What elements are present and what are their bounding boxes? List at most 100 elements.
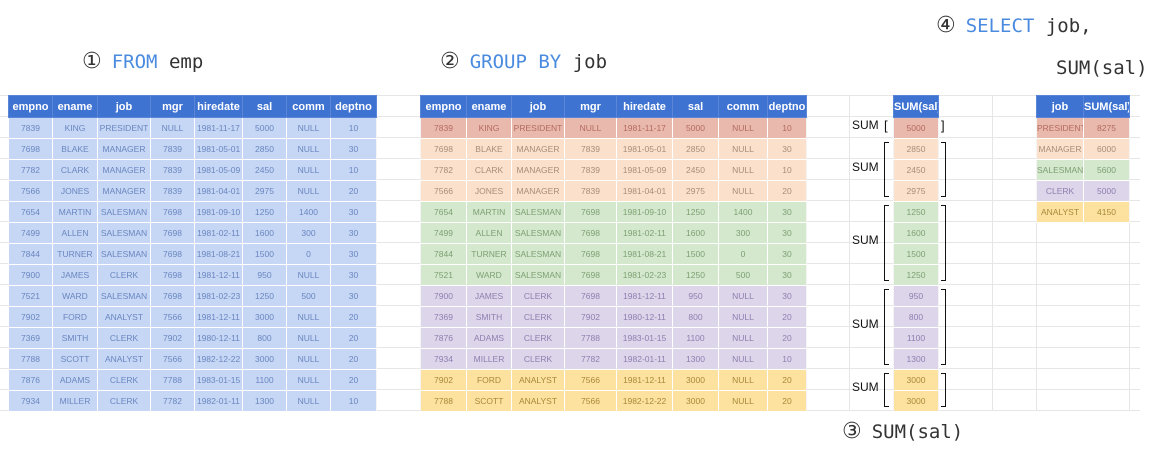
emp-header-0: empno — [8, 95, 53, 118]
grouped-cell-job: MANAGER — [511, 159, 565, 181]
grouped-cell-empno: 7369 — [420, 306, 467, 328]
sum-row: 1500 — [893, 243, 939, 265]
grouped-cell-deptno: 30 — [767, 222, 807, 244]
grouped-cell-comm: NULL — [718, 327, 768, 349]
grouped-cell-hiredate: 1981-12-11 — [616, 369, 673, 391]
grouped-cell-hiredate: 1981-08-21 — [616, 243, 673, 265]
emp-cell-comm: NULL — [286, 159, 331, 181]
emp-cell-job: CLERK — [97, 390, 151, 412]
result-cell-sum: 5600 — [1083, 159, 1130, 181]
left-bracket-icon — [884, 205, 889, 281]
emp-cell-mgr: 7839 — [150, 159, 195, 181]
sum-sal-cell: 2975 — [893, 180, 939, 202]
select-column: job, — [1045, 15, 1092, 37]
emp-cell-sal: 2975 — [242, 180, 287, 202]
grp-header-1: ename — [466, 95, 512, 118]
result-cell-sum: 6000 — [1083, 138, 1130, 160]
sum-sal-cell: 2850 — [893, 138, 939, 160]
grouped-cell-sal: 2850 — [672, 138, 719, 160]
step-number: ④ — [936, 13, 956, 38]
grp-header-2: job — [511, 95, 565, 118]
grouped-cell-sal: 1500 — [672, 243, 719, 265]
emp-cell-ename: WARD — [52, 285, 98, 307]
emp-header-5: sal — [242, 95, 287, 118]
grouped-cell-mgr: 7839 — [564, 180, 617, 202]
grouped-cell-mgr: 7902 — [564, 306, 617, 328]
emp-cell-comm: NULL — [286, 348, 331, 370]
sum-row: 1300 — [893, 348, 939, 370]
emp-cell-job: CLERK — [97, 327, 151, 349]
grouped-cell-comm: NULL — [718, 180, 768, 202]
sum-label: SUM — [852, 317, 879, 331]
emp-cell-job: MANAGER — [97, 159, 151, 181]
grouped-cell-comm: NULL — [718, 285, 768, 307]
grp-header-5: sal — [672, 95, 719, 118]
result-cell-job: ANALYST — [1036, 201, 1084, 223]
emp-cell-hiredate: 1981-05-01 — [194, 138, 243, 160]
sum-sal-cell: 1300 — [893, 348, 939, 370]
emp-cell-sal: 1600 — [242, 222, 287, 244]
emp-cell-empno: 7369 — [8, 327, 53, 349]
grouped-cell-deptno: 20 — [767, 180, 807, 202]
emp-cell-sal: 3000 — [242, 306, 287, 328]
grouped-cell-ename: MILLER — [466, 348, 512, 370]
res-header-0: job — [1036, 95, 1084, 118]
grouped-cell-sal: 1250 — [672, 201, 719, 223]
grouped-cell-comm: 1400 — [718, 201, 768, 223]
emp-cell-hiredate: 1983-01-15 — [194, 369, 243, 391]
emp-cell-hiredate: 1981-02-11 — [194, 222, 243, 244]
emp-cell-job: SALESMAN — [97, 222, 151, 244]
grouped-cell-job: SALESMAN — [511, 201, 565, 223]
emp-cell-job: SALESMAN — [97, 285, 151, 307]
emp-cell-empno: 7521 — [8, 285, 53, 307]
emp-cell-sal: 1100 — [242, 369, 287, 391]
sum-sal-cell: 3000 — [893, 369, 939, 391]
emp-cell-comm: 500 — [286, 285, 331, 307]
emp-cell-mgr: 7788 — [150, 369, 195, 391]
aggregate-expression: SUM(sal) — [871, 421, 964, 443]
left-bracket-icon — [884, 373, 889, 407]
grouped-cell-mgr: 7698 — [564, 201, 617, 223]
sql-keyword-group-by: GROUP BY — [469, 51, 562, 73]
step-number: ② — [440, 49, 460, 74]
grouped-cell-comm: 500 — [718, 264, 768, 286]
grouped-cell-ename: SCOTT — [466, 390, 512, 412]
grouped-cell-empno: 7934 — [420, 348, 467, 370]
right-bracket-icon: ] — [941, 117, 945, 133]
step-4-caption-line2: SUM(sal) — [1056, 57, 1148, 79]
emp-cell-mgr: 7566 — [150, 348, 195, 370]
grid-col-line — [1129, 95, 1130, 410]
grouped-cell-deptno: 20 — [767, 306, 807, 328]
emp-cell-mgr: 7698 — [150, 264, 195, 286]
emp-header-2: job — [97, 95, 151, 118]
grouped-cell-sal: 3000 — [672, 390, 719, 412]
emp-cell-empno: 7654 — [8, 201, 53, 223]
grouped-cell-hiredate: 1982-01-11 — [616, 348, 673, 370]
sum-sal-cell: 800 — [893, 306, 939, 328]
emp-cell-ename: KING — [52, 117, 98, 139]
sum-sal-cell: 1500 — [893, 243, 939, 265]
sum-sal-cell: 2450 — [893, 159, 939, 181]
emp-cell-sal: 2450 — [242, 159, 287, 181]
emp-cell-job: SALESMAN — [97, 201, 151, 223]
emp-cell-comm: 0 — [286, 243, 331, 265]
grouped-cell-job: CLERK — [511, 348, 565, 370]
sum-sal-cell: 950 — [893, 285, 939, 307]
grouped-cell-job: MANAGER — [511, 138, 565, 160]
grouped-cell-empno: 7902 — [420, 369, 467, 391]
